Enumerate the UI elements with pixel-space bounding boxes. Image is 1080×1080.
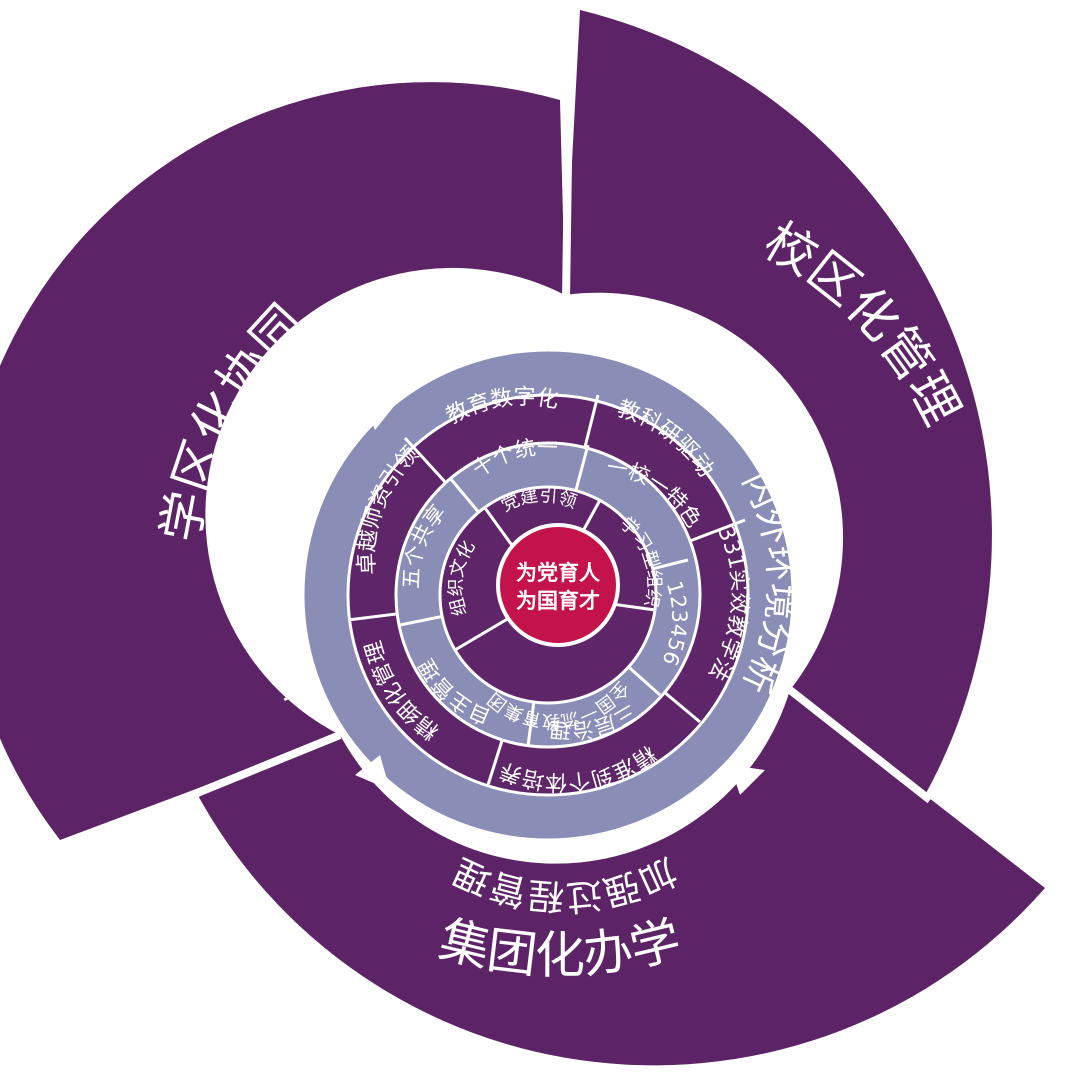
cycle-ring-inner-border (301, 348, 795, 842)
outer-segments (0, 10, 1045, 1066)
arrow-icon-top-left (360, 395, 395, 430)
outer-segment-campus-management (565, 10, 992, 795)
outer-separators (178, 19, 933, 804)
arrow-icon-bottom-right (730, 765, 765, 795)
arrow-icon-top-right (718, 388, 752, 422)
outer-segment-group-schooling (195, 690, 1045, 1066)
cycle-arrows (355, 388, 765, 795)
center-line-2: 为国育才 (516, 589, 600, 613)
center-line-1: 为党育人 (516, 561, 600, 585)
arrow-icon-bottom-left (355, 755, 390, 790)
outer-segment-district-collaboration (0, 82, 565, 840)
center-circle (496, 523, 620, 647)
